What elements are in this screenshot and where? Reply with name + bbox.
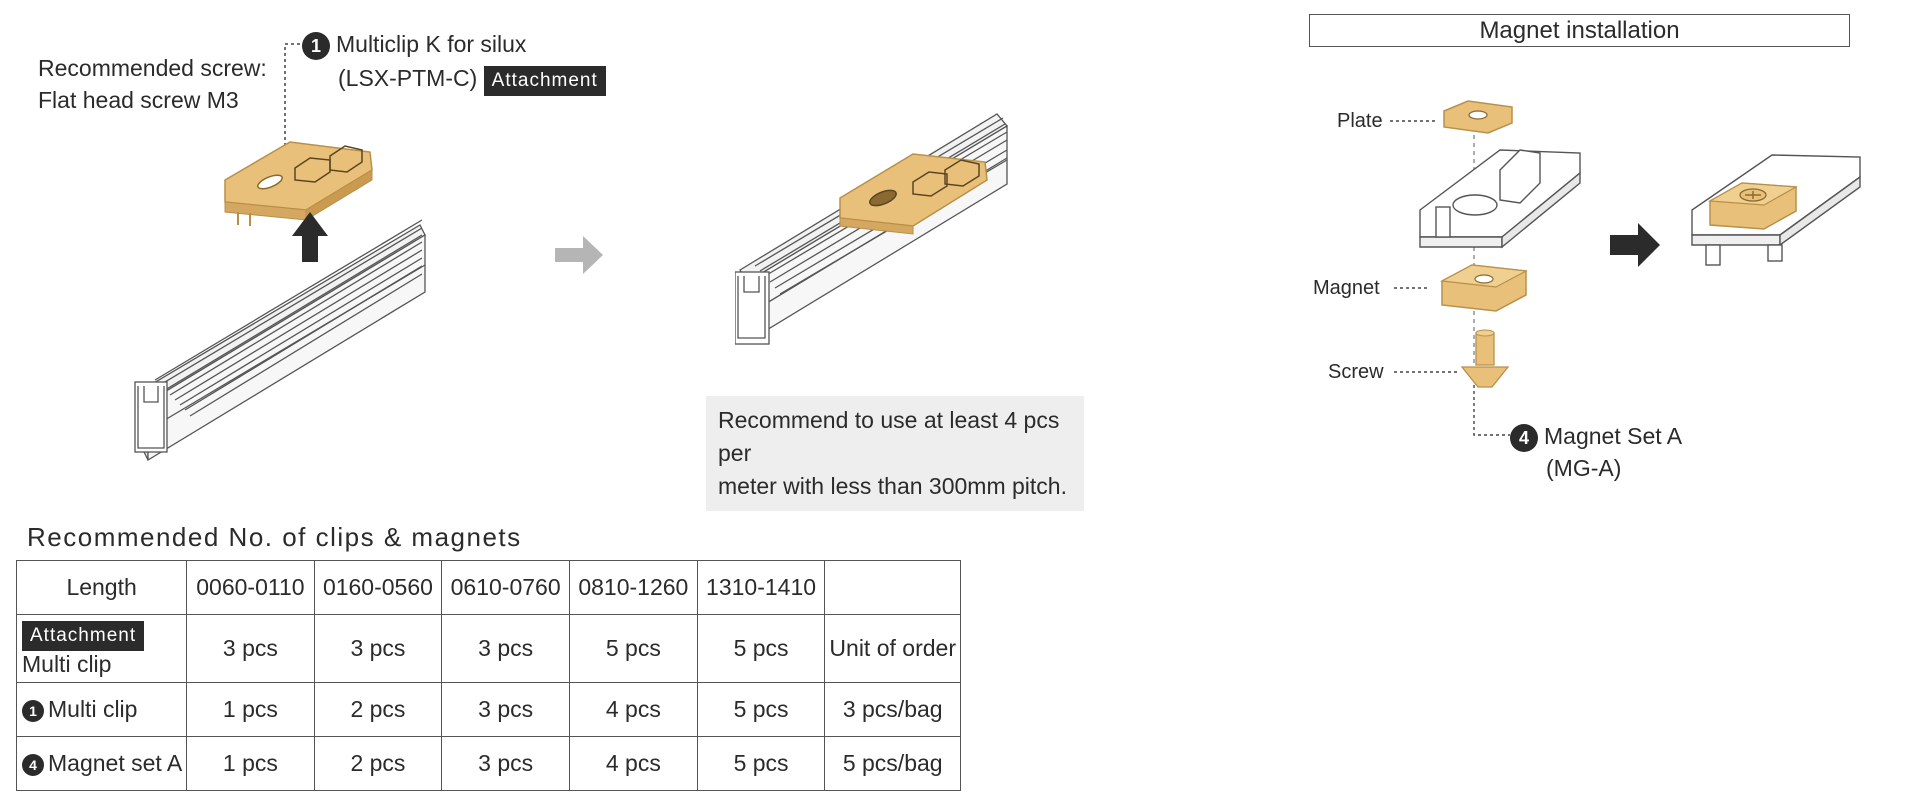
screw-note-line2: Flat head screw M3 [38, 87, 239, 113]
clip-profile-illustration [134, 43, 426, 462]
table-cell: 5 pcs [569, 614, 698, 683]
header-cell: 0060-0110 [186, 560, 315, 615]
magnet-number-badge: 4 [22, 753, 44, 776]
table-cell: 1 pcs [186, 682, 315, 737]
header-cell: 0810-1260 [569, 560, 698, 615]
screw-icon [1460, 329, 1510, 388]
table-cell: 5 pcs/bag [824, 736, 961, 791]
header-cell: 0610-0760 [441, 560, 570, 615]
table-cell: Unit of order [824, 614, 961, 683]
magnet-set-name-line1: Magnet Set A [1544, 423, 1683, 449]
aluminium-profile-icon [134, 219, 426, 462]
row-label: Magnet set A [48, 750, 183, 776]
plate-label: Plate [1337, 110, 1383, 132]
recommend-note: Recommend to use at least 4 pcs per mete… [706, 396, 1084, 511]
assembled-magnet-icon [1707, 182, 1799, 230]
magnet-set-name-line2: (MG-A) [1546, 455, 1622, 481]
screw-note: Recommended screw: Flat head screw M3 [38, 52, 267, 116]
multiclip-icon [839, 153, 988, 235]
plate-icon [1443, 100, 1513, 134]
table-cell: 3 pcs [441, 682, 570, 737]
clip-name-line1: Multiclip K for silux [336, 31, 527, 57]
screw-label: Screw [1328, 361, 1384, 383]
header-cell: Length [15, 560, 188, 615]
row-label-cell: Attachment Multi clip [15, 614, 188, 683]
table-cell: 4 pcs [569, 736, 698, 791]
multiclip-icon [1419, 149, 1581, 249]
table-cell: 4 pcs [569, 682, 698, 737]
multiclip-number-badge: 1 [22, 699, 44, 722]
attachment-badge: Attachment [483, 66, 606, 96]
table-cell: 2 pcs [313, 736, 443, 791]
magnet-set-number-badge: 4 [1510, 423, 1538, 452]
recommend-note-line1: Recommend to use at least 4 pcs per [718, 407, 1060, 466]
multiclip-icon [224, 141, 373, 226]
table-cell: 1 pcs [186, 736, 315, 791]
table-cell: 3 pcs/bag [824, 682, 961, 737]
table-cell: 3 pcs [186, 614, 315, 683]
table-cell: 5 pcs [696, 736, 826, 791]
result-arrow-icon [1610, 223, 1660, 267]
header-cell: 0160-0560 [313, 560, 443, 615]
table-cell: 5 pcs [696, 682, 826, 737]
mounted-clip-illustration [735, 113, 1008, 345]
row-label: Multi clip [48, 696, 138, 722]
clip-name-line2: (LSX-PTM-C) [338, 65, 478, 91]
magnet-exploded-illustration [1390, 100, 1861, 436]
clip-number-badge: 1 [302, 31, 330, 60]
table-header-row: Length 0060-0110 0160-0560 0610-0760 081… [15, 560, 961, 615]
table-cell: 3 pcs [313, 614, 443, 683]
magnet-installation-title: Magnet installation [1309, 14, 1850, 47]
clips-magnets-table: Length 0060-0110 0160-0560 0610-0760 081… [15, 560, 961, 791]
up-arrow-icon [292, 212, 328, 262]
magnet-label: Magnet [1313, 277, 1380, 299]
table-cell: 2 pcs [313, 682, 443, 737]
recommend-note-line2: meter with less than 300mm pitch. [718, 473, 1067, 499]
header-cell: 1310-1410 [696, 560, 826, 615]
table-cell: 3 pcs [441, 614, 570, 683]
attachment-badge: Attachment [22, 620, 145, 651]
table-cell: 5 pcs [696, 614, 826, 683]
table-cell: 3 pcs [441, 736, 570, 791]
row-label: Multi clip [22, 650, 112, 677]
clip-leader-line [284, 43, 300, 165]
table-title: Recommended No. of clips & magnets [27, 522, 522, 552]
table-row-attachment: Attachment Multi clip 3 pcs 3 pcs 3 pcs … [15, 614, 961, 683]
header-cell [824, 560, 961, 615]
next-step-arrow-icon [555, 236, 603, 274]
magnet-icon [1440, 264, 1528, 312]
screw-note-line1: Recommended screw: [38, 55, 267, 81]
